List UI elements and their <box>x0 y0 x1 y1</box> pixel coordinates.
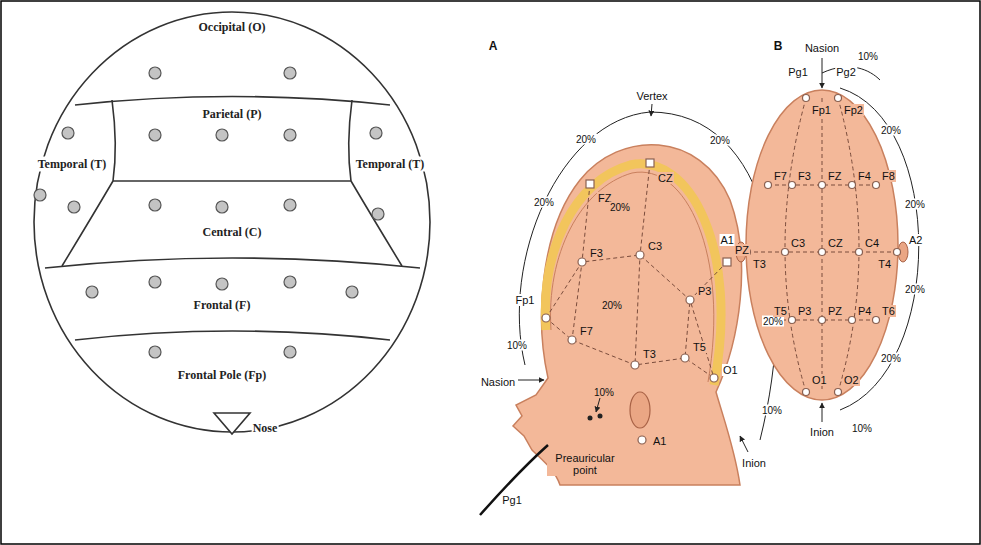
electrode-label: PZ <box>827 305 843 317</box>
electrode-label: PZ <box>734 244 750 256</box>
percent-label: 20% <box>575 134 597 145</box>
side-head <box>480 145 742 515</box>
percent-label: 10% <box>761 405 783 416</box>
electrode-label: T3 <box>642 348 657 360</box>
landmark-label: Nasion <box>804 42 840 54</box>
electrodes-b <box>744 95 901 396</box>
electrode-label: F3 <box>797 170 812 182</box>
region-label: Temporal (T) <box>355 157 426 172</box>
electrode-label: C3 <box>647 240 663 252</box>
electrode-label: O1 <box>811 374 828 386</box>
electrode-label: C3 <box>790 237 806 249</box>
electrodes-a <box>542 159 731 444</box>
electrode-label: P3 <box>697 285 712 297</box>
electrode-label: O1 <box>722 364 739 376</box>
percent-label: 20% <box>904 199 926 210</box>
electrode-label: Fp1 <box>515 294 536 306</box>
percent-label: 20% <box>533 197 555 208</box>
measure-arcs <box>518 104 777 452</box>
electrode-label: O2 <box>843 374 860 386</box>
panel-letter: A <box>488 39 499 53</box>
electrode-label: P4 <box>857 305 872 317</box>
electrode-label: A2 <box>908 234 923 246</box>
electrode-label: F4 <box>857 170 872 182</box>
measure-arcs-b <box>822 58 919 422</box>
electrode-label: CZ <box>657 172 674 184</box>
percent-label: 20% <box>709 135 731 146</box>
region-label: Temporal (T) <box>37 157 108 172</box>
percent-label: 20% <box>880 353 902 364</box>
percent-label: 20% <box>601 300 623 311</box>
percent-label: 20% <box>880 125 902 136</box>
percent-label: 20% <box>762 316 784 327</box>
electrode-label: T4 <box>877 258 892 270</box>
panel-letter: B <box>773 39 784 53</box>
landmark-label: Inion <box>809 426 835 438</box>
electrode-label: T5 <box>773 305 788 317</box>
electrode-label: A1 <box>720 234 735 246</box>
electrode-label: F7 <box>579 325 594 337</box>
percent-label: 10% <box>857 51 879 62</box>
electrode-grid <box>546 163 727 378</box>
region-map <box>34 12 430 434</box>
landmark-label: Preauricular point <box>547 452 623 476</box>
electrode-label: T5 <box>692 341 707 353</box>
top-head <box>736 90 908 400</box>
electrode-grid-b <box>747 98 897 392</box>
electrode-dots <box>34 67 384 358</box>
percent-label: 20% <box>904 284 926 295</box>
landmark-label: Inion <box>741 457 767 469</box>
landmark-label: Vertex <box>635 90 668 102</box>
electrode-label: A1 <box>652 435 667 447</box>
electrode-label: Pg2 <box>835 66 857 78</box>
nose-label: Nose <box>252 421 279 436</box>
electrode-label: F7 <box>773 170 788 182</box>
electrode-label: C4 <box>864 237 880 249</box>
region-label: Central (C) <box>202 225 263 240</box>
percent-label: 10% <box>593 387 615 398</box>
landmark-label: Nasion <box>480 376 516 388</box>
electrode-label: Fp1 <box>811 104 832 116</box>
electrode-label: CZ <box>827 237 844 249</box>
electrode-label: Pg1 <box>787 66 809 78</box>
region-label: Occipital (O) <box>198 20 267 35</box>
electrode-label: Pg1 <box>501 494 523 506</box>
electrode-label: T6 <box>881 305 896 317</box>
electrode-label: P3 <box>797 305 812 317</box>
percent-label: 10% <box>506 340 528 351</box>
percent-label: 20% <box>609 202 631 213</box>
region-label: Frontal (F) <box>193 298 252 313</box>
electrode-label: Fp2 <box>843 104 864 116</box>
electrode-label: F8 <box>881 170 896 182</box>
electrode-label: F3 <box>589 247 604 259</box>
electrode-label: T3 <box>752 258 767 270</box>
region-label: Frontal Pole (Fp) <box>177 368 267 383</box>
region-label: Parietal (P) <box>202 107 263 122</box>
percent-label: 10% <box>851 423 873 434</box>
electrode-label: FZ <box>827 170 842 182</box>
